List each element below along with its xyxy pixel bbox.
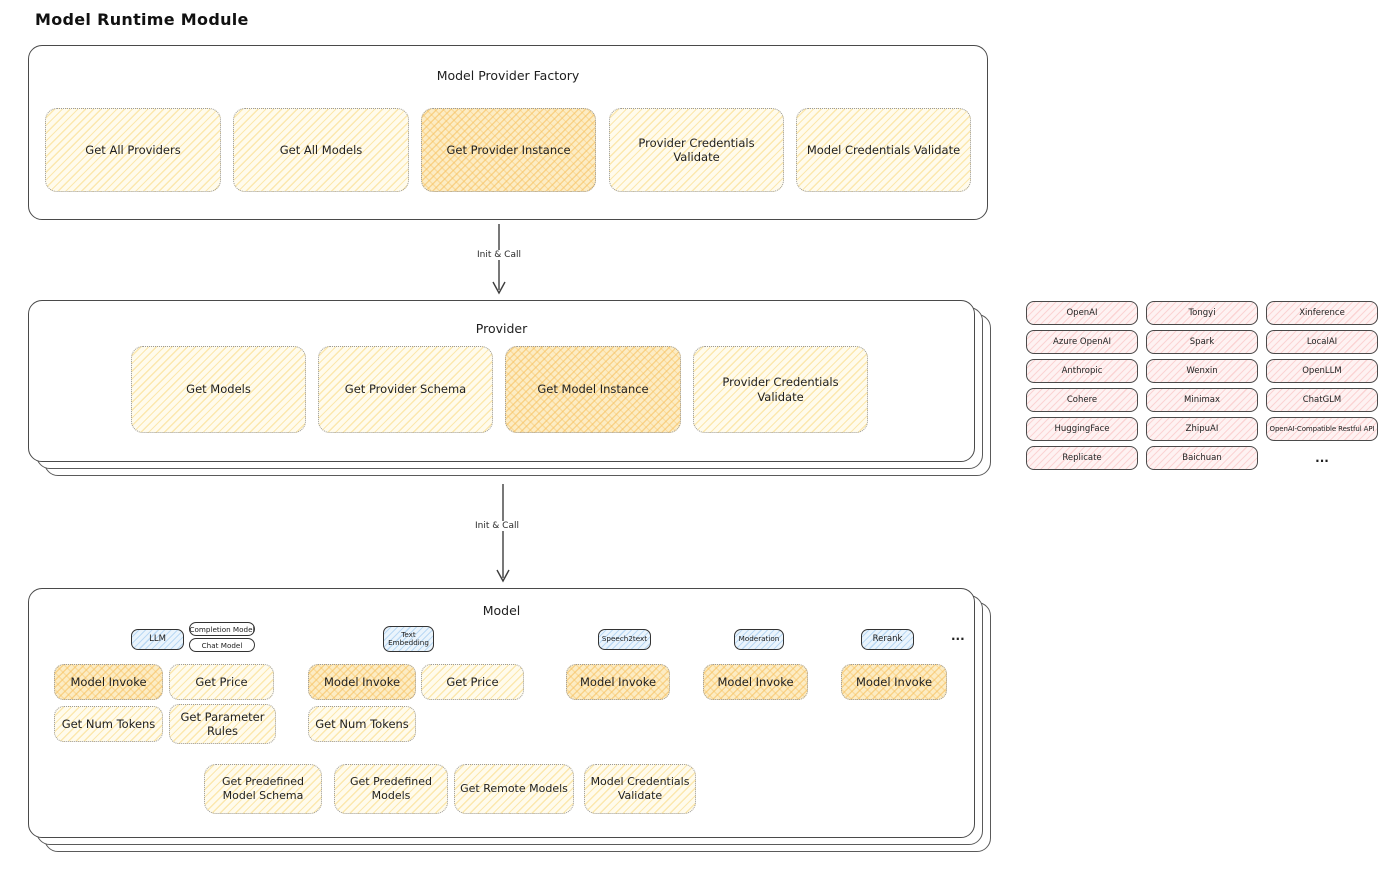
model-container: Model LLM Completion Model Chat Model Te… xyxy=(28,588,975,838)
arrow-label-init-call-2: Init & Call xyxy=(465,521,529,531)
provider-item-wenxin: Wenxin xyxy=(1146,359,1258,383)
llm-get-price: Get Price xyxy=(169,664,274,700)
common-get-remote-models: Get Remote Models xyxy=(454,764,574,814)
tag-rerank: Rerank xyxy=(861,629,914,650)
provider-item-chatglm: ChatGLM xyxy=(1266,388,1378,412)
text-embedding-model-invoke: Model Invoke xyxy=(308,664,416,700)
provider-item-huggingface: HuggingFace xyxy=(1026,417,1138,441)
llm-get-parameter-rules: Get Parameter Rules xyxy=(169,704,276,744)
provider-item-zhipuai: ZhipuAI xyxy=(1146,417,1258,441)
provider-item-openai-compatible: OpenAI-Compatible Restful API xyxy=(1266,417,1378,441)
provider-item-tongyi: Tongyi xyxy=(1146,301,1258,325)
rerank-model-invoke: Model Invoke xyxy=(841,664,947,700)
tag-llm: LLM xyxy=(131,629,184,650)
common-get-predefined-model-schema: Get Predefined Model Schema xyxy=(204,764,322,814)
provider-item-xinference: Xinference xyxy=(1266,301,1378,325)
provider-title: Provider xyxy=(475,321,528,336)
arrow-label-init-call-1: Init & Call xyxy=(467,250,531,260)
provider-item-azure-openai: Azure OpenAI xyxy=(1026,330,1138,354)
common-get-predefined-models: Get Predefined Models xyxy=(334,764,448,814)
arrow-factory-to-provider xyxy=(492,224,506,295)
tag-completion-model: Completion Model xyxy=(189,622,255,636)
provider-item-replicate: Replicate xyxy=(1026,446,1138,470)
provider-item-baichuan: Baichuan xyxy=(1146,446,1258,470)
tag-moderation: Moderation xyxy=(734,629,784,650)
tag-chat-model: Chat Model xyxy=(189,638,255,652)
model-tags-more: ... xyxy=(951,629,965,643)
provider-container: Provider Get Models Get Provider Schema … xyxy=(28,300,975,462)
provider-get-provider-schema: Get Provider Schema xyxy=(318,346,493,433)
provider-item-openllm: OpenLLM xyxy=(1266,359,1378,383)
provider-item-anthropic: Anthropic xyxy=(1026,359,1138,383)
provider-get-models: Get Models xyxy=(131,346,306,433)
provider-list-more: ... xyxy=(1315,451,1329,465)
provider-item-spark: Spark xyxy=(1146,330,1258,354)
provider-credentials-validate: Provider Credentials Validate xyxy=(693,346,868,433)
factory-container: Model Provider Factory Get All Providers… xyxy=(28,45,988,220)
factory-get-all-models: Get All Models xyxy=(233,108,409,192)
factory-title: Model Provider Factory xyxy=(436,68,580,83)
common-model-credentials-validate: Model Credentials Validate xyxy=(584,764,696,814)
factory-provider-credentials-validate: Provider Credentials Validate xyxy=(609,108,784,192)
factory-get-all-providers: Get All Providers xyxy=(45,108,221,192)
text-embedding-get-price: Get Price xyxy=(421,664,524,700)
provider-item-localai: LocalAI xyxy=(1266,330,1378,354)
provider-list-grid: OpenAI Tongyi Xinference Azure OpenAI Sp… xyxy=(1026,301,1378,470)
provider-item-openai: OpenAI xyxy=(1026,301,1138,325)
factory-get-provider-instance: Get Provider Instance xyxy=(421,108,596,192)
factory-model-credentials-validate: Model Credentials Validate xyxy=(796,108,971,192)
speech2text-model-invoke: Model Invoke xyxy=(566,664,670,700)
arrow-provider-to-model xyxy=(496,484,510,583)
llm-model-invoke: Model Invoke xyxy=(54,664,163,700)
moderation-model-invoke: Model Invoke xyxy=(703,664,808,700)
page-title: Model Runtime Module xyxy=(35,10,249,29)
tag-text-embedding: Text Embedding xyxy=(383,626,434,652)
provider-item-cohere: Cohere xyxy=(1026,388,1138,412)
llm-get-num-tokens: Get Num Tokens xyxy=(54,706,163,742)
provider-item-minimax: Minimax xyxy=(1146,388,1258,412)
text-embedding-get-num-tokens: Get Num Tokens xyxy=(308,706,416,742)
tag-speech2text: Speech2text xyxy=(598,629,651,650)
provider-get-model-instance: Get Model Instance xyxy=(505,346,681,433)
model-title: Model xyxy=(482,603,521,618)
